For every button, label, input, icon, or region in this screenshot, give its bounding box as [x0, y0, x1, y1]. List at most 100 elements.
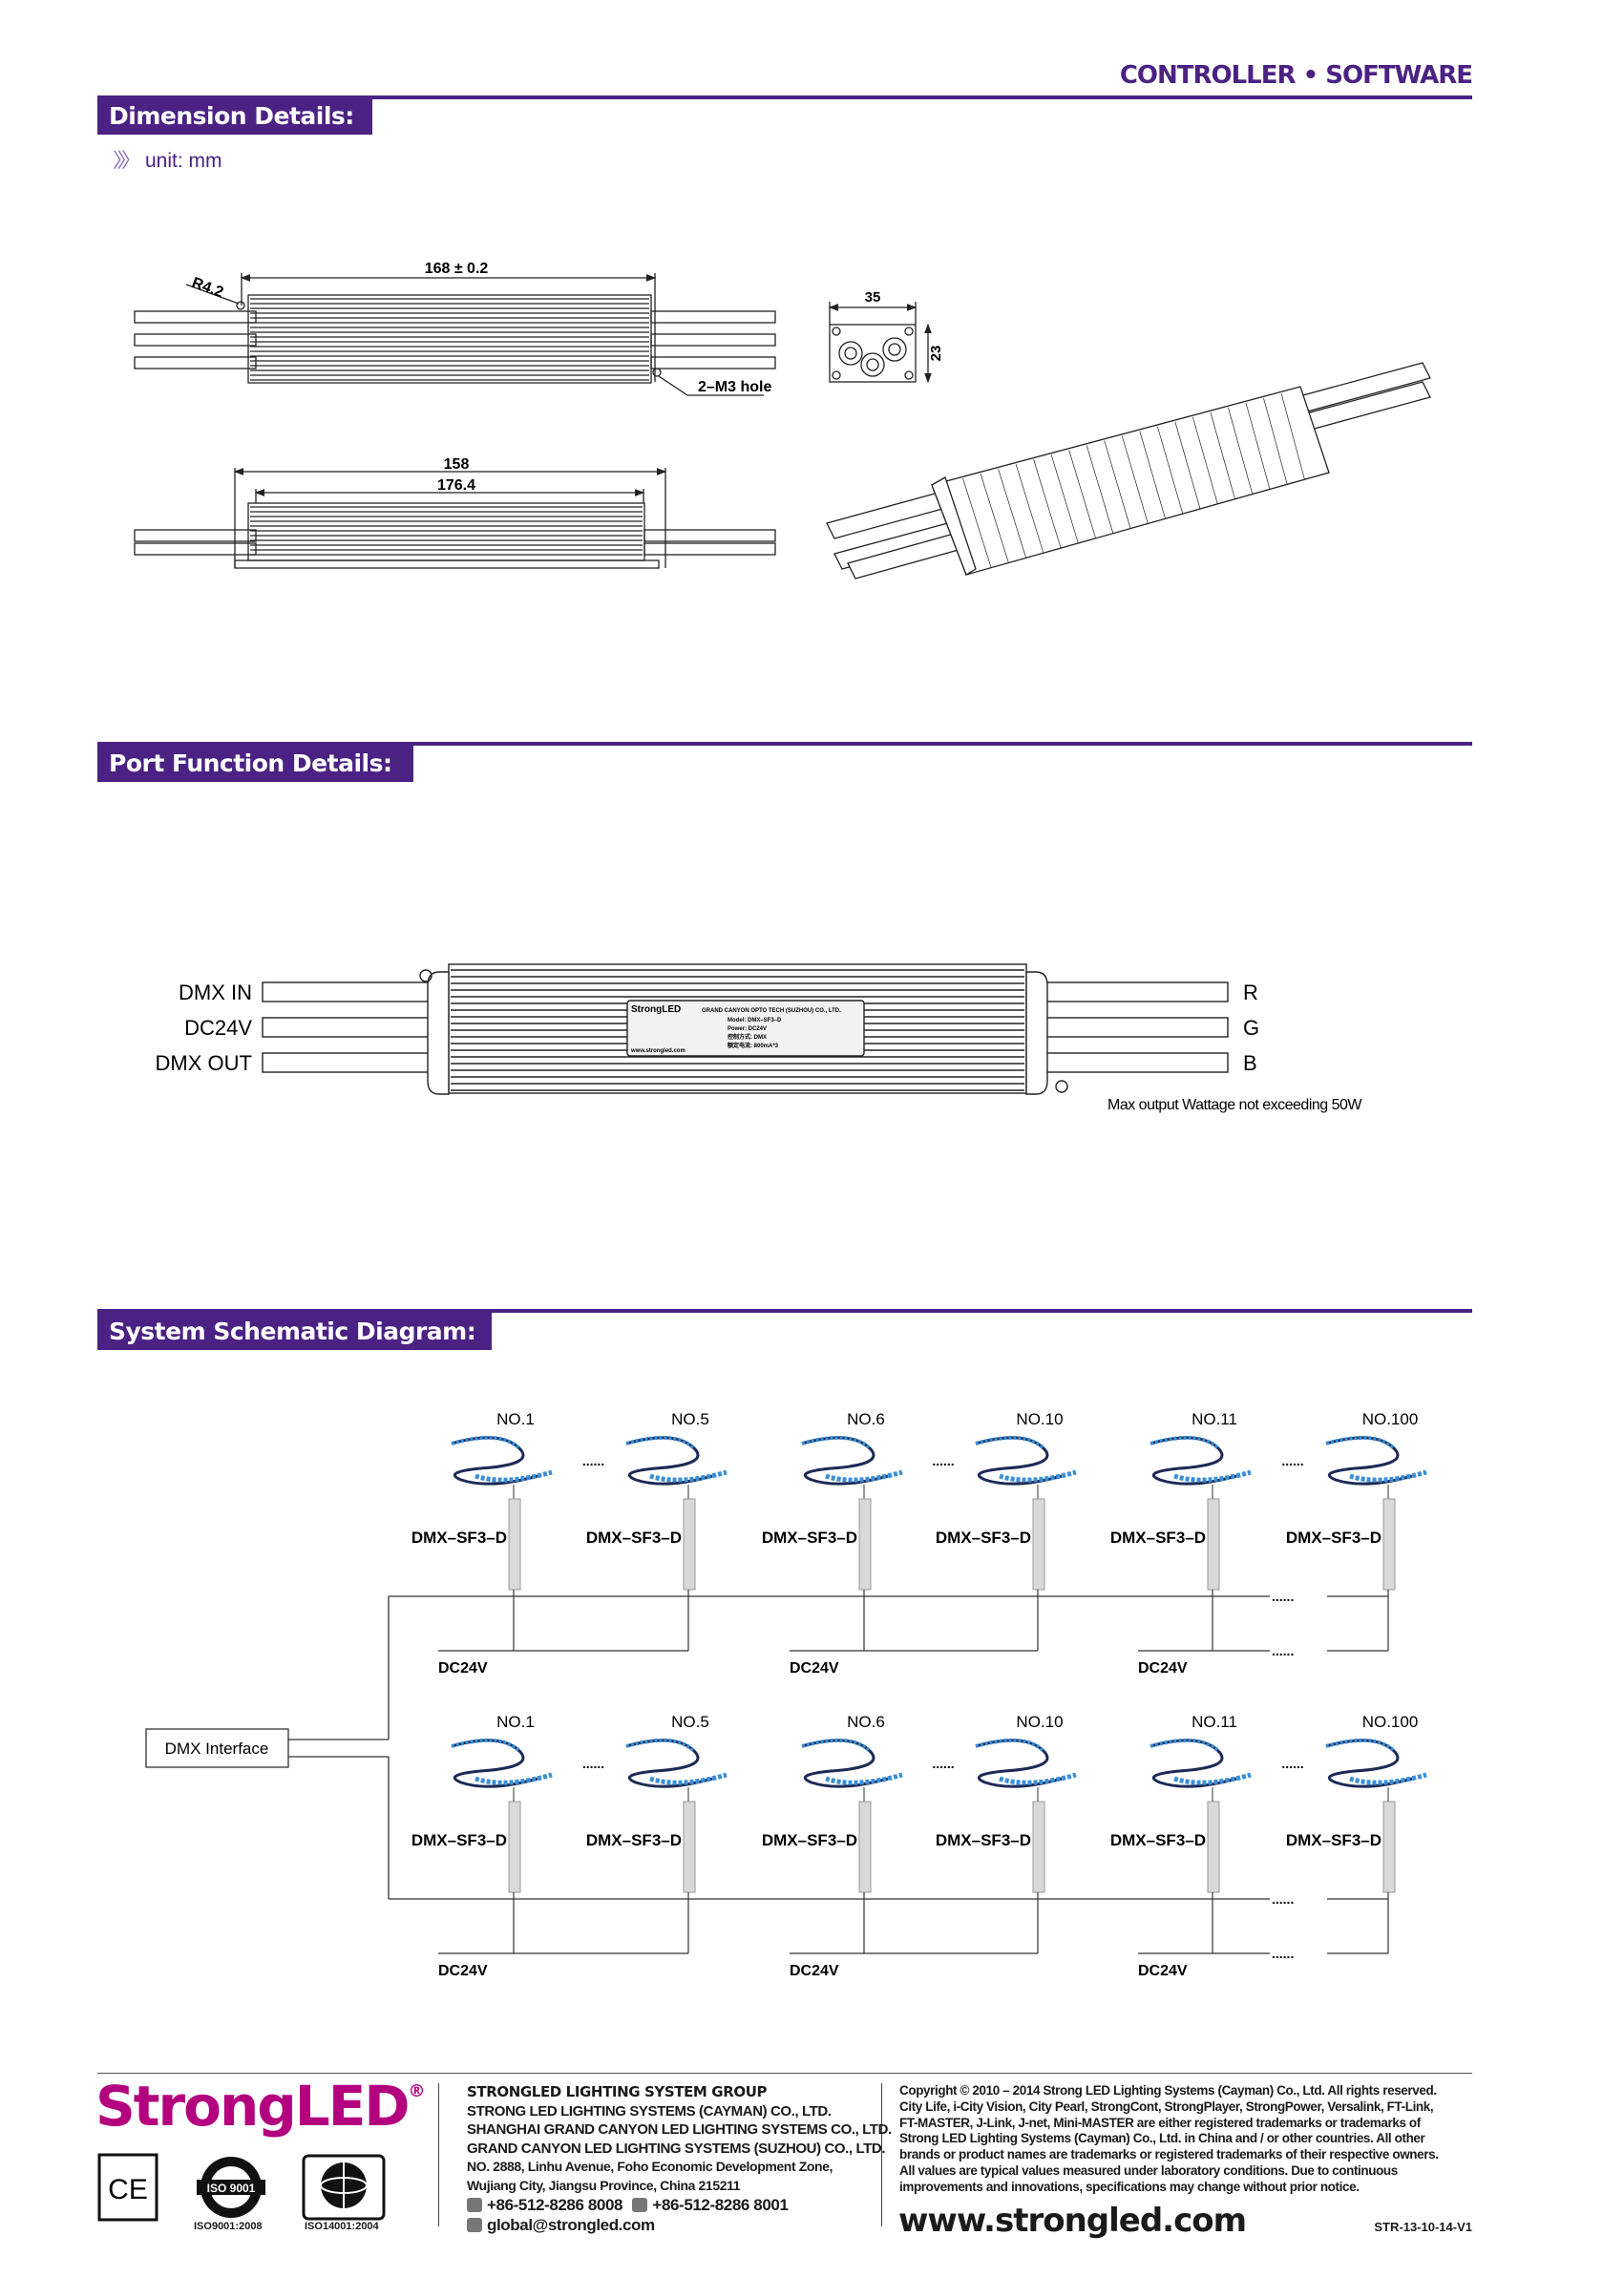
copyright-line: City Life, i-City Vision, City Pearl, St… [899, 2099, 1434, 2114]
housing-fin [1104, 440, 1131, 529]
led-strip-icon [451, 1738, 553, 1788]
dc24v-label: DC24V [438, 1660, 488, 1677]
company-block: STRONGLED LIGHTING SYSTEM GROUP STRONG L… [467, 2083, 892, 2235]
port-label-r: R [1243, 981, 1258, 1004]
company-line: SHANGHAI GRAND CANYON LED LIGHTING SYSTE… [467, 2121, 892, 2138]
strip-number-label: NO.11 [1192, 1410, 1237, 1428]
system-rule [97, 1309, 1472, 1313]
controller-model-label: DMX–SF3–D [1286, 1529, 1381, 1547]
housing-fin [1263, 397, 1288, 485]
strip-ellipsis: ...... [582, 1756, 604, 1771]
controller-unit-icon [683, 1801, 696, 1893]
iso14001-seal-icon [302, 2154, 386, 2221]
controller-model-label: DMX–SF3–D [762, 1529, 857, 1547]
document-code: STR-13-10-14-V1 [1374, 2220, 1472, 2234]
housing-fin [1210, 411, 1235, 500]
controller-model-label: DMX–SF3–D [586, 1831, 682, 1849]
housing-fin [1086, 445, 1114, 535]
controller-model-label: DMX–SF3–D [762, 1831, 857, 1849]
housing-fin [998, 469, 1027, 559]
controller-unit-icon [1032, 1498, 1045, 1591]
overall-length-label: 176.4 [437, 477, 475, 494]
housing-fin [1050, 454, 1079, 544]
copyright-line: improvements and innovations, specificat… [899, 2179, 1360, 2194]
nameplate-web: www.strongled.com [630, 1048, 685, 1054]
length-dimension-label: 168 ± 0.2 [425, 261, 489, 277]
copyright-line: brands or product names are trademarks o… [899, 2147, 1439, 2162]
radius-label: R4.2 [190, 275, 226, 302]
controller-model-label: DMX–SF3–D [411, 1529, 507, 1547]
end-view [828, 302, 932, 384]
strip-ellipsis: ...... [1281, 1453, 1303, 1468]
housing-fin [1139, 431, 1166, 519]
phone-number: +86-512-8286 8008 [487, 2196, 623, 2214]
controller-unit-icon [508, 1498, 521, 1591]
controller-unit-icon [858, 1498, 872, 1591]
housing-fin [1280, 392, 1305, 480]
nameplate: StrongLED GRAND CANYON OPTO TECH (SUZHOU… [630, 1004, 841, 1054]
chevrons-icon: 〉〉〉 [113, 150, 141, 172]
strip-number-label: NO.1 [496, 1713, 535, 1731]
footer-rule [97, 2073, 1472, 2074]
copyright-line: All values are typical values measured u… [899, 2162, 1398, 2178]
copyright-block: Copyright © 2010 – 2014 Strong LED Light… [899, 2083, 1439, 2196]
strip-number-label: NO.10 [1016, 1410, 1063, 1428]
company-line: STRONG LED LIGHTING SYSTEMS (CAYMAN) CO.… [467, 2102, 832, 2120]
unit-label: unit: mm [145, 150, 222, 172]
controller-model-label: DMX–SF3–D [1110, 1529, 1206, 1547]
led-strip-icon [625, 1738, 728, 1788]
housing-fin [980, 474, 1009, 563]
led-strip-icon [1325, 1738, 1427, 1788]
nameplate-model: Model: DMX–SF3–D [728, 1018, 782, 1023]
controller-unit-icon [1207, 1801, 1220, 1893]
nameplate-control: 控制方式: DMX [728, 1033, 767, 1041]
logo-text: StrongLED [95, 2074, 410, 2139]
email-link[interactable]: global@strongled.com [487, 2216, 655, 2234]
iso9001-seal-icon: ISO 9001 [197, 2157, 265, 2218]
housing-fin [1245, 402, 1271, 490]
ce-mark-icon: CE [97, 2153, 158, 2222]
phone-icon [467, 2198, 482, 2212]
strip-number-label: NO.5 [671, 1713, 709, 1731]
strip-number-label: NO.100 [1362, 1410, 1419, 1428]
header-rule [97, 95, 1472, 99]
led-strip-icon [451, 1435, 553, 1486]
controller-model-label: DMX–SF3–D [1110, 1831, 1206, 1849]
nameplate-current: 额定电流: 800mA*3 [728, 1042, 779, 1049]
address-line: NO. 2888, Linhu Avenue, Foho Economic De… [467, 2159, 833, 2174]
registered-mark: ® [408, 2081, 425, 2101]
controller-model-label: DMX–SF3–D [936, 1529, 1031, 1547]
housing-fin [1156, 426, 1184, 515]
strip-ellipsis: ...... [1281, 1756, 1303, 1771]
strip-number-label: NO.1 [496, 1410, 535, 1428]
controller-unit-icon [858, 1801, 872, 1893]
company-line: GRAND CANYON LED LIGHTING SYSTEMS (SUZHO… [467, 2140, 886, 2157]
nameplate-company: GRAND CANYON OPTO TECH (SUZHOU) CO., LTD… [702, 1008, 841, 1014]
ce-mark-text: CE [108, 2174, 148, 2205]
port-diagram: DMX IN DC24V DMX OUT R G B Max output Wa… [156, 963, 1363, 1113]
controller-unit-icon [1207, 1498, 1220, 1591]
website-link[interactable]: www.strongled.com [898, 2202, 1247, 2240]
continuation-ellipsis: ...... [1272, 1589, 1294, 1604]
led-strip-icon [625, 1435, 728, 1486]
led-strip-icon [975, 1738, 1077, 1788]
led-strip-icon [1149, 1738, 1252, 1788]
housing-fin [1015, 464, 1044, 554]
led-strip-icon [1325, 1435, 1427, 1486]
group-name: STRONGLED LIGHTING SYSTEM GROUP [467, 2083, 768, 2100]
cert-label-iso14001: ISO14001:2004 [305, 2221, 379, 2232]
max-wattage-note: Max output Wattage not exceeding 50W [1107, 1097, 1362, 1113]
copyright-line: Strong LED Lighting Systems (Cayman) Co.… [899, 2131, 1425, 2146]
email-icon [467, 2218, 482, 2232]
controller-unit-icon [1382, 1801, 1396, 1893]
controller-model-label: DMX–SF3–D [411, 1831, 507, 1849]
controller-model-label: DMX–SF3–D [936, 1831, 1031, 1849]
strip-number-label: NO.11 [1192, 1713, 1237, 1731]
copyright-line: Copyright © 2010 – 2014 Strong LED Light… [899, 2083, 1437, 2098]
port-label-dc24v: DC24V [184, 1016, 252, 1040]
strip-ellipsis: ...... [932, 1453, 954, 1468]
strip-number-label: NO.10 [1016, 1713, 1063, 1731]
hole-label: 2–M3 hole [698, 379, 771, 395]
